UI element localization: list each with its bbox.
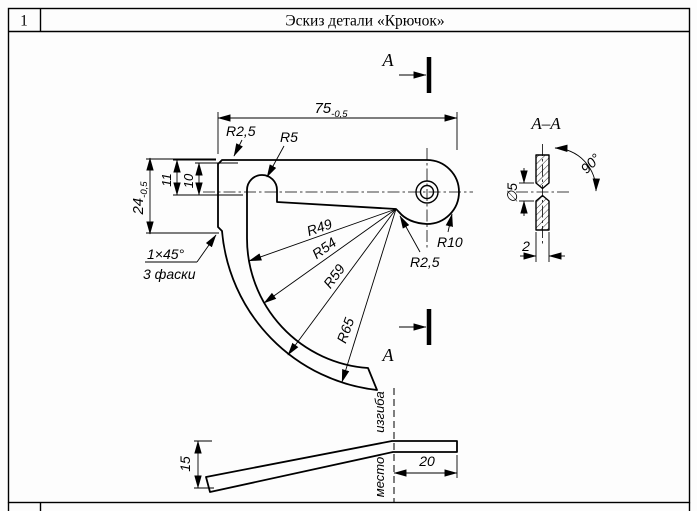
dim-r25-right: R2,5	[399, 215, 440, 270]
radius-label: R5	[280, 129, 298, 145]
dim-dia5: ∅5	[504, 168, 534, 216]
bend-label-top: изгиба	[372, 391, 387, 432]
dim-15: 15	[177, 440, 214, 489]
dim-24-tolerance: -0,5	[139, 181, 150, 198]
leader-line	[196, 234, 217, 263]
radius-label: R2,5	[226, 123, 256, 139]
section-letter-top: А	[382, 50, 395, 70]
dim-10: 10	[181, 162, 238, 196]
dim-15-label: 15	[177, 456, 193, 472]
dim-r5: R5	[266, 129, 298, 178]
bend-label-bottom: место	[372, 457, 387, 497]
leader-line	[263, 208, 397, 304]
dim-75-tolerance: -0,5	[331, 109, 348, 120]
dim-r25-top: R2,5	[226, 123, 256, 157]
section-view-title: А–А	[530, 114, 561, 133]
section-lower-piece	[535, 194, 550, 231]
bottom-view: изгиба место 15 20	[177, 388, 458, 503]
section-upper-piece	[535, 154, 550, 190]
page-frame	[7, 7, 691, 511]
frame-border	[7, 7, 691, 504]
dim-20: 20	[393, 453, 458, 478]
leader-line	[445, 213, 453, 233]
sheet-title: Эскиз детали «Крючок»	[285, 13, 444, 30]
chamfer-note-line2: 3 фаски	[143, 266, 196, 282]
radius-label: R10	[437, 234, 463, 250]
dim-24-label: 24-0,5	[130, 181, 150, 216]
chamfer-note-line1: 1×45°	[147, 246, 185, 262]
section-cut-marks: А А	[382, 50, 432, 365]
chamfer-note: 1×45° 3 фаски	[143, 234, 217, 282]
leader-line	[233, 139, 243, 157]
leader-line	[266, 145, 285, 178]
sheet-row-number: 1	[20, 13, 28, 30]
radius-label: R2,5	[410, 254, 440, 270]
main-view: 75-0,5 R2,5 R5 11 10 24-0,	[130, 50, 473, 391]
leader-line	[341, 208, 397, 383]
section-letter-bottom: А	[382, 345, 395, 365]
dim-11-label: 11	[159, 173, 174, 187]
dim-2-label: 2	[521, 238, 530, 254]
dim-20-label: 20	[418, 453, 435, 469]
dim-75-value: 75	[314, 100, 331, 117]
hole-circle	[419, 184, 435, 200]
dim-24: 24-0,5	[130, 157, 219, 235]
dim-24-value: 24	[130, 198, 147, 216]
dim-r65-label: R65	[333, 315, 357, 345]
leader-line	[399, 215, 421, 253]
hole-countersink-circle	[415, 180, 439, 204]
dim-dia5-label: ∅5	[504, 183, 520, 203]
dim-90deg: 90°	[554, 144, 604, 192]
dim-75: 75-0,5	[217, 100, 458, 154]
dim-75-label: 75-0,5	[314, 100, 348, 120]
dim-90-label: 90°	[577, 150, 604, 177]
dim-11: 11	[159, 159, 243, 196]
leader-line	[287, 208, 397, 356]
section-view: А–А 90° ∅5 2	[504, 114, 604, 262]
leader-line	[248, 208, 397, 262]
dim-10-label: 10	[181, 173, 196, 188]
angle-dimension-arc	[554, 144, 600, 192]
dim-r10: R10	[437, 213, 463, 250]
hook-part-outline	[217, 159, 460, 391]
strip-outline	[205, 440, 458, 493]
dim-r59-label: R59	[320, 261, 348, 291]
dim-2: 2	[520, 232, 565, 262]
